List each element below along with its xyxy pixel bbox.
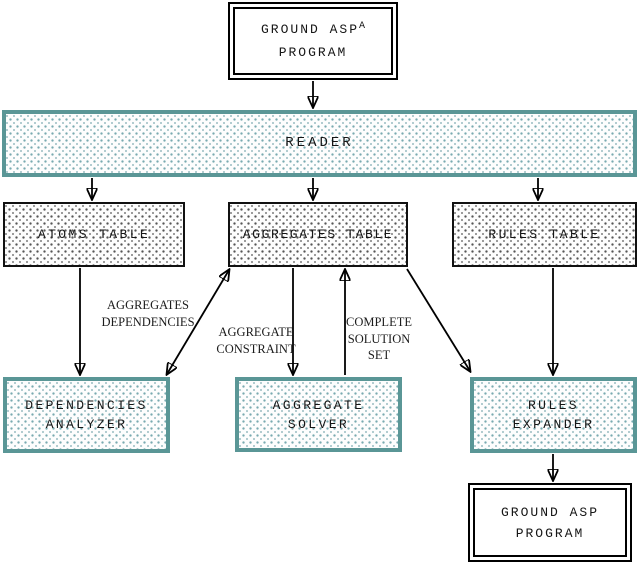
rules-expander-box: RULES EXPANDER: [470, 377, 637, 453]
aggregates-table-label: AGGREGATES TABLE: [242, 227, 394, 242]
reader-box: READER: [2, 110, 637, 177]
dependencies-analyzer-line2: ANALYZER: [45, 417, 128, 432]
rules-table-label: RULES TABLE: [488, 227, 601, 242]
complete-solution-set-label: COMPLETE SOLUTION SET: [338, 314, 420, 364]
aggregate-constraint-line2: CONSTRAINT: [216, 341, 296, 356]
dependencies-analyzer-box: DEPENDENCIES ANALYZER: [3, 377, 170, 453]
complete-solution-set-line3: SET: [367, 348, 391, 362]
output-program-line1: GROUND ASP: [500, 504, 599, 520]
aggregate-solver-line2: SOLVER: [287, 416, 350, 432]
aggregates-dependencies-label: AGGREGATES DEPENDENCIES: [98, 297, 198, 330]
aggregates-table-box: AGGREGATES TABLE: [228, 202, 408, 267]
aggregates-dependencies-line2: DEPENDENCIES: [101, 314, 195, 329]
ground-asp-input-box-inner: GROUND ASPA PROGRAM: [233, 7, 393, 75]
rules-expander-line2: EXPANDER: [512, 417, 595, 432]
reader-label: READER: [285, 135, 354, 151]
input-program-superscript: A: [359, 21, 366, 32]
complete-solution-set-line1: COMPLETE: [346, 315, 412, 329]
aggregate-solver-box: AGGREGATE SOLVER: [235, 377, 402, 452]
aggregate-constraint-line1: AGGREGATE: [218, 325, 294, 339]
rules-table-box: RULES TABLE: [452, 202, 637, 267]
atoms-table-box: ATOMS TABLE: [3, 202, 185, 267]
aggregate-solver-line1: AGGREGATE: [272, 397, 365, 413]
ground-asp-output-box-inner: GROUND ASP PROGRAM: [473, 488, 627, 557]
ground-asp-input-box: GROUND ASPA PROGRAM: [228, 2, 398, 80]
dependencies-analyzer-line1: DEPENDENCIES: [25, 398, 148, 413]
input-program-title: GROUND ASP: [260, 22, 359, 37]
input-program-line2: PROGRAM: [278, 45, 348, 60]
rules-expander-line1: RULES: [527, 398, 579, 413]
input-program-line1: GROUND ASPA: [261, 19, 365, 42]
aggregate-constraint-label: AGGREGATE CONSTRAINT: [206, 324, 306, 357]
output-program-line2: PROGRAM: [515, 525, 585, 541]
atoms-table-label: ATOMS TABLE: [37, 227, 151, 242]
ground-asp-output-box: GROUND ASP PROGRAM: [468, 483, 632, 562]
aggregates-dependencies-line1: AGGREGATES: [107, 298, 189, 312]
complete-solution-set-line2: SOLUTION: [347, 331, 411, 346]
